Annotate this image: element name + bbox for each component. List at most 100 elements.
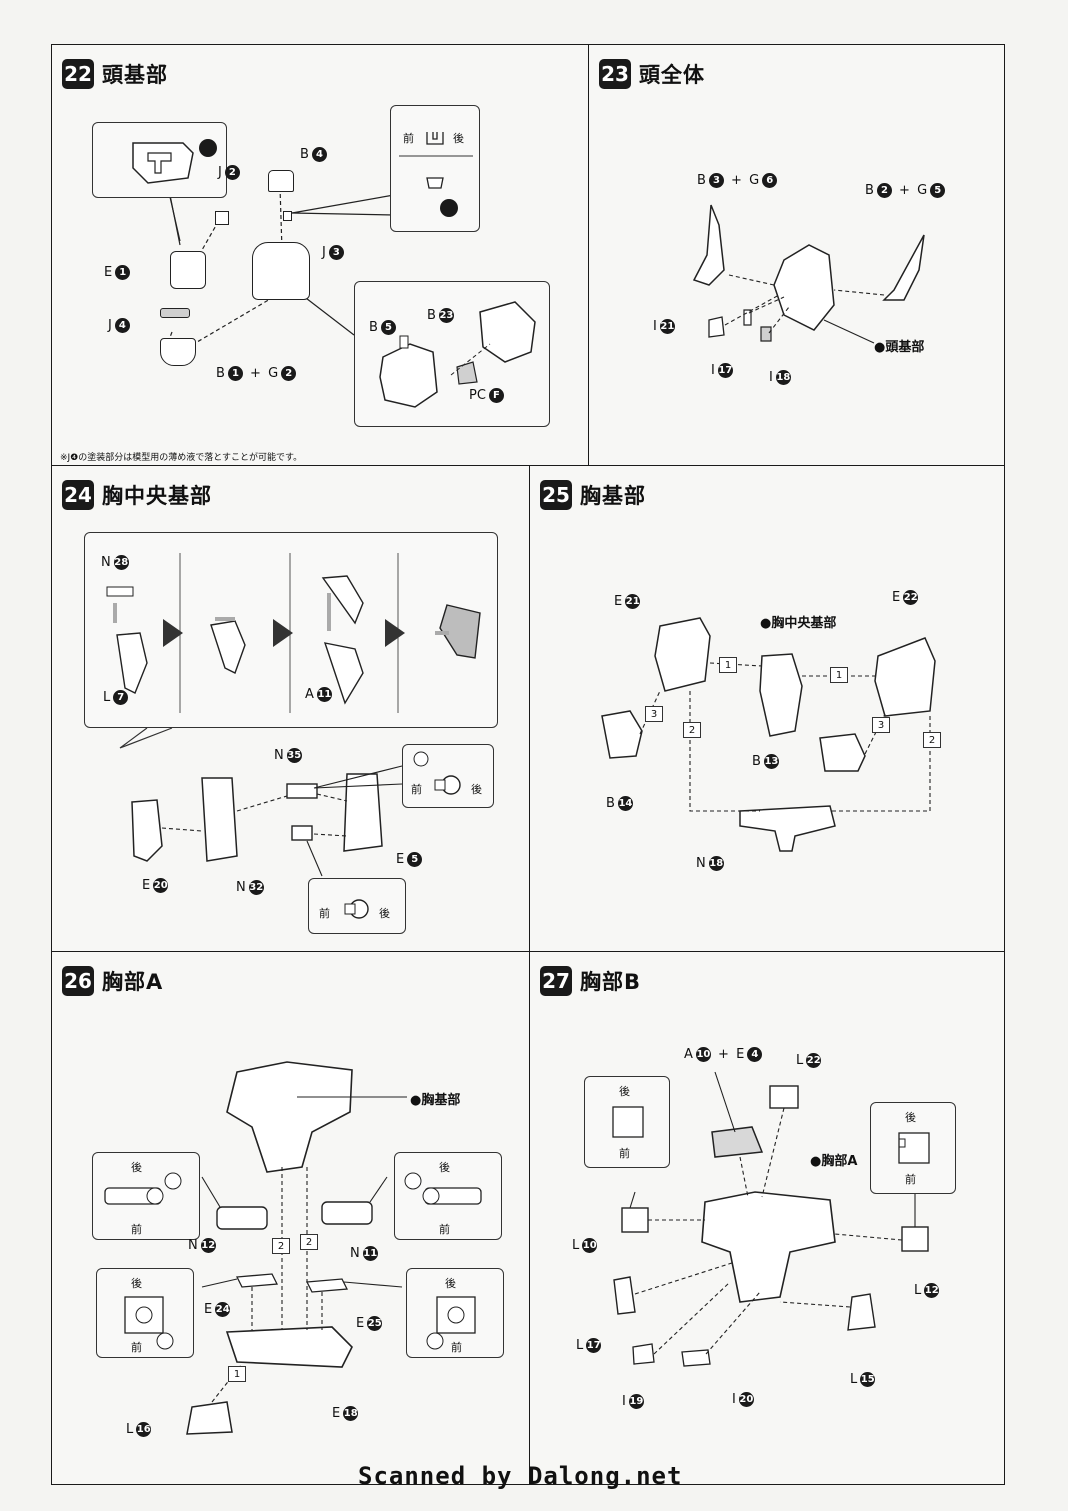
step-26-header: 26 胸部A — [62, 966, 163, 996]
step-title: 頭基部 — [102, 63, 168, 87]
step-title: 胸部B — [580, 970, 642, 994]
step-number: 24 — [62, 480, 94, 510]
step-title: 頭全体 — [639, 63, 705, 87]
back-label: 後 — [905, 1111, 916, 1124]
assembly-guide-lines — [613, 1071, 929, 1367]
orientation-inset: 後 前 — [870, 1102, 956, 1194]
order-badge: 2 — [683, 722, 701, 738]
step-25-header: 25 胸基部 — [540, 480, 646, 510]
step-number: 25 — [540, 480, 572, 510]
order-badge: 3 — [872, 717, 890, 733]
back-label: 後 — [131, 1161, 142, 1174]
front-label: 前 — [619, 1147, 630, 1160]
part-j2 — [215, 211, 229, 225]
step-27-header: 27 胸部B — [540, 966, 641, 996]
orientation-inset: 後 前 — [584, 1076, 670, 1168]
step-26-panel: 26 胸部A 後 前 後 前 後 前 — [51, 951, 530, 1485]
part-b1-g2 — [160, 338, 196, 366]
order-badge: 1 — [719, 657, 737, 673]
assembly-guide-lines — [601, 617, 936, 852]
orientation-inset: 前 後 — [390, 105, 480, 232]
back-label: 後 — [471, 783, 482, 796]
orientation-inset: 後 前 — [394, 1152, 502, 1240]
part-head-shell — [252, 242, 310, 300]
callout-box — [92, 122, 227, 198]
step-number: 22 — [62, 59, 94, 89]
part-b4 — [268, 170, 294, 192]
front-label: 前 — [451, 1341, 462, 1354]
scan-credit: Scanned by Dalong.net — [358, 1462, 683, 1490]
front-label: 前 — [319, 907, 330, 920]
front-label: 前 — [439, 1223, 450, 1236]
orientation-inset: 後 前 — [406, 1268, 504, 1358]
front-label: 前 — [131, 1223, 142, 1236]
order-badge: 2 — [300, 1234, 318, 1250]
orientation-inset: 前 後 — [402, 744, 494, 808]
step-22-header: 22 頭基部 — [62, 59, 168, 89]
orientation-inset: 後 前 — [92, 1152, 200, 1240]
back-label: 後 — [379, 907, 390, 920]
order-badge: 3 — [645, 706, 663, 722]
step-23-header: 23 頭全体 — [599, 59, 705, 89]
step-title: 胸部A — [102, 970, 164, 994]
back-label: 後 — [439, 1161, 450, 1174]
part-j4 — [160, 308, 190, 318]
assembly-guide-lines — [692, 204, 925, 344]
step-24-header: 24 胸中央基部 — [62, 480, 212, 510]
order-badge: 1 — [228, 1366, 246, 1382]
back-label: 後 — [619, 1085, 630, 1098]
part-e1 — [170, 251, 206, 289]
label-chest-a: ●胸部A — [810, 1154, 858, 1169]
order-badge: 2 — [272, 1238, 290, 1254]
orientation-inset: 前 後 — [308, 878, 406, 934]
label-chest-base: ●胸基部 — [410, 1093, 461, 1108]
front-label: 前 — [411, 783, 422, 796]
part-j3 — [283, 211, 292, 221]
step-number: 27 — [540, 966, 572, 996]
paint-removal-note: ※J❹の塗装部分は模型用の薄め液で落とすことが可能です。 — [60, 453, 303, 463]
back-label: 後 — [445, 1277, 456, 1290]
order-badge: 1 — [830, 667, 848, 683]
